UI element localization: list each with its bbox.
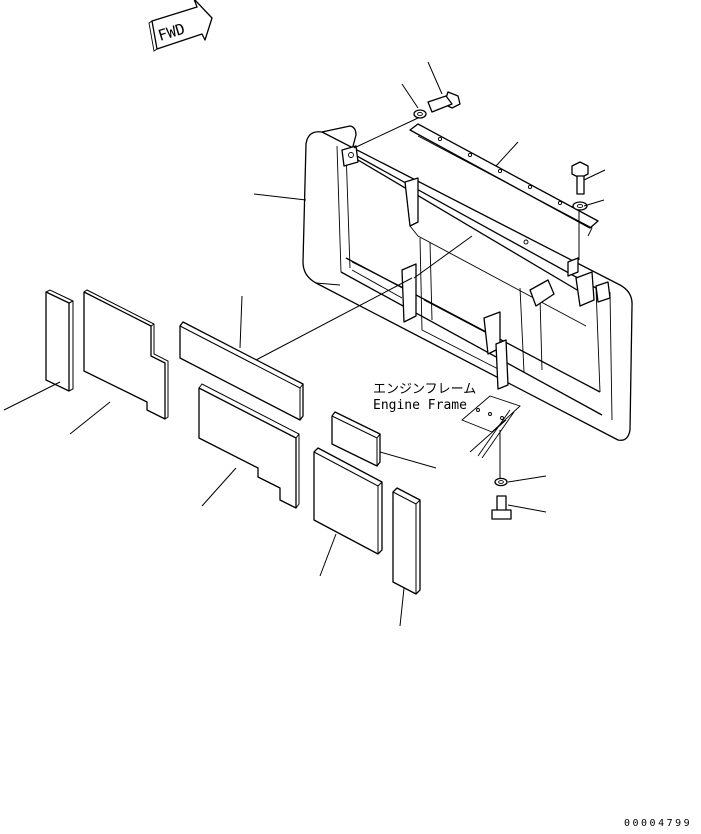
pad-small-right: [331, 411, 381, 467]
pad-large-center: [198, 383, 300, 509]
upper-plate-bracket: [409, 123, 599, 237]
pad-narrow-left: [45, 289, 74, 392]
engine-frame-label-jp: エンジンフレーム: [373, 382, 476, 397]
bolt-right-icon: [571, 161, 589, 195]
leader-lines: [3, 61, 606, 627]
bolt-lower-icon: [491, 495, 512, 520]
pad-large-left: [83, 289, 169, 420]
engine-frame-label-en: Engine Frame: [373, 398, 467, 413]
engine-frame-plate: [461, 395, 521, 459]
fwd-arrow-icon: FWD: [148, 0, 213, 52]
washer-right-icon: [572, 201, 588, 211]
pad-long-bar: [179, 321, 304, 421]
washer-lower-icon: [494, 477, 508, 487]
pad-square-right: [313, 447, 383, 555]
drawing-number: 00004799: [624, 818, 692, 829]
washer-top-icon: [413, 109, 427, 119]
pad-narrow-right: [392, 487, 421, 595]
bolt-top-icon: [427, 91, 461, 113]
radiator-frame: [302, 125, 633, 441]
